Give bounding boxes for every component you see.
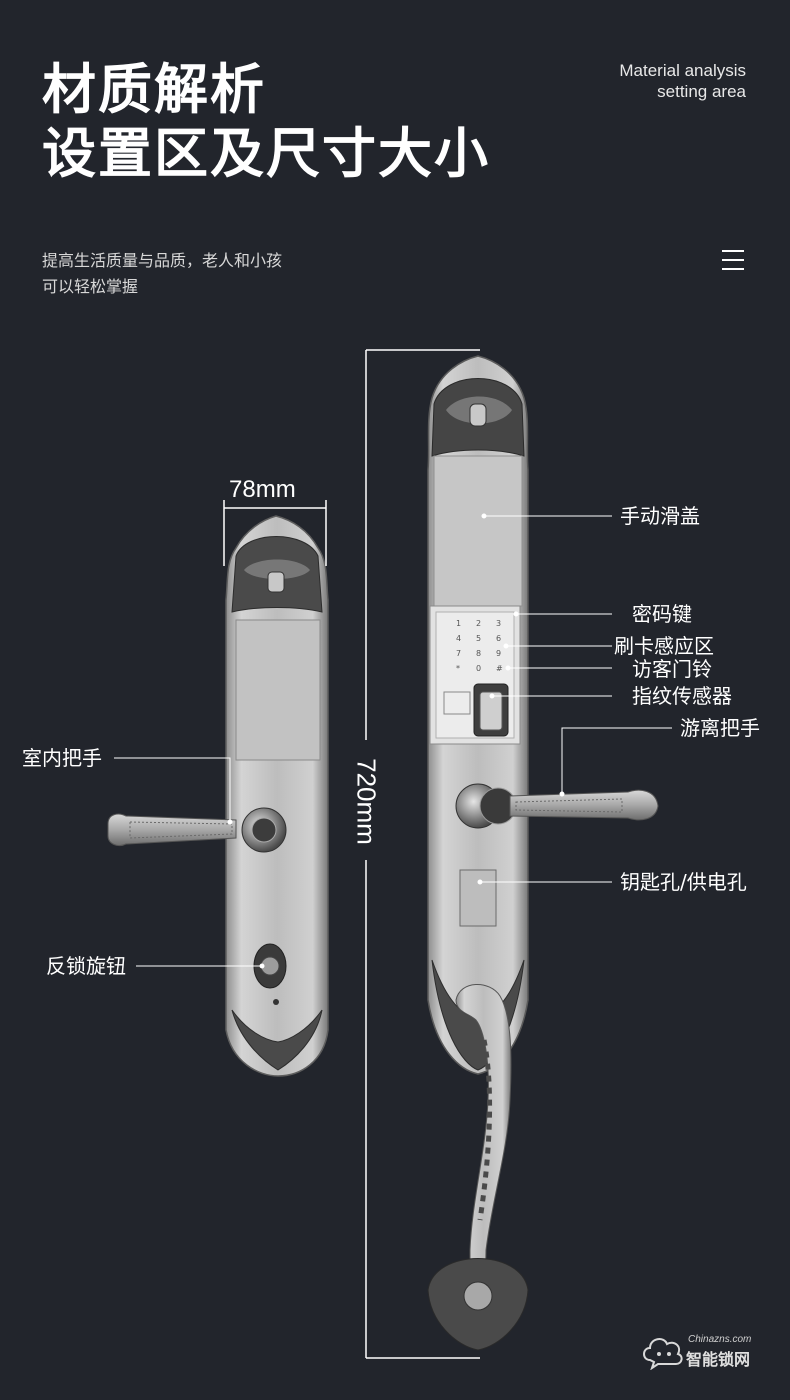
keypad-key: 2 (476, 619, 481, 628)
keypad-key: 1 (456, 619, 461, 628)
label-password-keys: 密码键 (632, 602, 692, 626)
keypad-key: # (496, 664, 503, 673)
title-line-2: 设置区及尺寸大小 (42, 122, 490, 185)
keypad-key: 5 (476, 634, 481, 643)
page-title: 材质解析 设置区及尺寸大小 (42, 58, 490, 186)
callout-lines (114, 513, 672, 969)
keypad-key: * (456, 664, 460, 673)
height-dimension (365, 349, 480, 1359)
watermark-logo: Chinazns.com 智能锁网 (640, 1330, 760, 1370)
width-label: 78mm (229, 476, 296, 503)
keypad: 1 2 3 4 5 6 7 8 9 * 0 # (456, 619, 503, 673)
keypad-key: 7 (456, 649, 461, 658)
keypad-key: 6 (496, 634, 501, 643)
height-label: 720mm (351, 758, 382, 845)
english-line-2: setting area (657, 82, 746, 101)
english-line-1: Material analysis (619, 61, 746, 80)
english-title: Material analysis setting area (619, 60, 746, 102)
label-key-hole: 钥匙孔/供电孔 (620, 870, 747, 894)
label-card-sensing-area: 刷卡感应区 (614, 634, 714, 658)
watermark-site: Chinazns.com (688, 1334, 752, 1345)
keypad-key: 8 (476, 649, 481, 658)
keypad-key: 3 (496, 619, 501, 628)
label-fingerprint-sensor: 指纹传感器 (632, 684, 732, 708)
label-free-handle: 游离把手 (680, 716, 760, 740)
label-indoor-handle: 室内把手 (22, 746, 102, 770)
keypad-key: 0 (476, 664, 481, 673)
title-line-1: 材质解析 (42, 58, 266, 121)
label-anti-lock-knob: 反锁旋钮 (46, 954, 126, 978)
label-visitor-doorbell: 访客门铃 (632, 657, 712, 681)
cloud-icon (643, 1338, 683, 1370)
menu-icon[interactable] (722, 250, 744, 270)
watermark-brand: 智能锁网 (686, 1350, 751, 1369)
subtitle: 提高生活质量与品质，老人和小孩 可以轻松掌握 (42, 248, 282, 300)
subtitle-line-1: 提高生活质量与品质，老人和小孩 (42, 251, 283, 270)
subtitle-line-2: 可以轻松掌握 (42, 277, 139, 296)
indoor-panel (107, 515, 329, 1077)
keypad-key: 9 (496, 649, 501, 658)
label-manual-slide-cover: 手动滑盖 (620, 504, 700, 528)
keypad-key: 4 (456, 634, 461, 643)
width-dimension (223, 500, 327, 566)
outdoor-panel (427, 355, 659, 1351)
